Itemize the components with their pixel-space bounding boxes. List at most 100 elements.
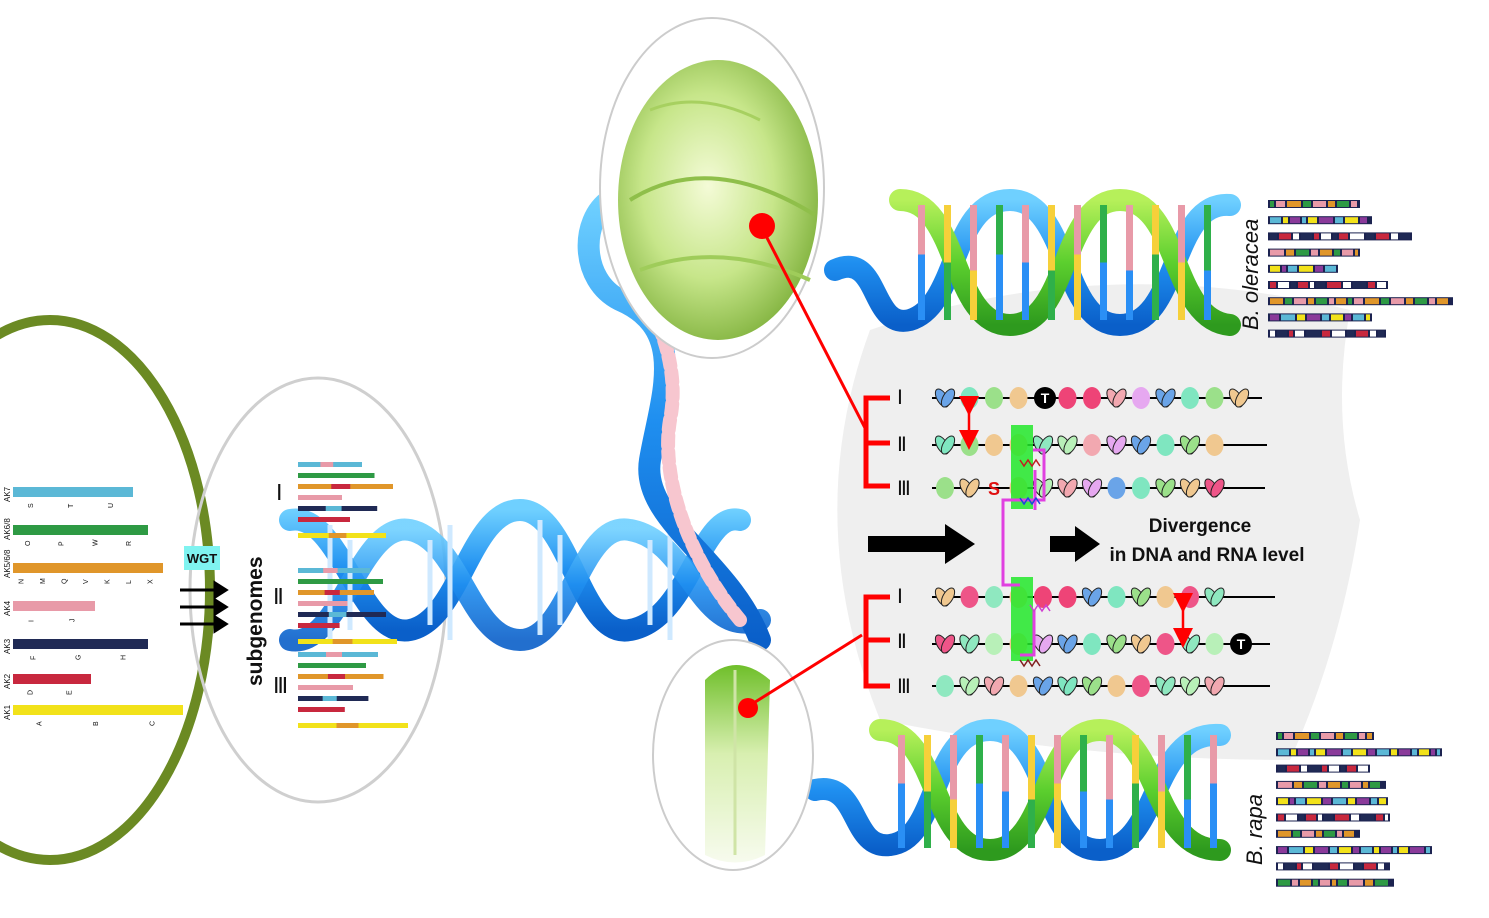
karyotype-segment — [1279, 233, 1291, 240]
karyotype-segment — [1292, 879, 1298, 886]
karyotype-segment — [1327, 749, 1341, 756]
dna-rung — [950, 735, 957, 800]
karyotype-segment — [1289, 330, 1293, 337]
species-label-rapa: B. rapa — [1242, 794, 1267, 865]
karyotype-segment — [1344, 830, 1354, 837]
recombination-icon — [1155, 676, 1176, 696]
karyotype-segment — [1356, 330, 1368, 337]
karyotype-rapa — [1276, 732, 1442, 887]
karyotype-segment — [1287, 201, 1301, 207]
divergence-title: Divergence — [1149, 516, 1251, 537]
ak-block-label: J — [70, 619, 77, 623]
dna-rung — [898, 735, 905, 784]
subgenome-bar-segment — [336, 723, 359, 728]
ak-block-label: U — [108, 503, 115, 508]
karyotype-segment — [1328, 781, 1340, 788]
gene-marker — [985, 633, 1003, 655]
karyotype-segment — [1391, 233, 1398, 240]
dna-rung — [1106, 799, 1113, 848]
ak-bar-ak4 — [13, 601, 95, 611]
dna-rung — [1126, 270, 1133, 320]
karyotype-segment — [1306, 814, 1316, 821]
ak-block-label: P — [59, 541, 66, 546]
karyotype-segment — [1355, 249, 1358, 256]
gene-marker — [1083, 434, 1101, 456]
karyotype-segment — [1276, 201, 1285, 207]
ak-block-label: L — [126, 580, 133, 584]
subgenome-bar — [298, 495, 342, 500]
dna-rung — [1022, 205, 1029, 263]
gene-marker — [1156, 586, 1175, 608]
recombination-icon — [1032, 676, 1054, 696]
karyotype-segment — [1353, 847, 1359, 854]
karyotype-segment — [1327, 282, 1341, 288]
karyotype-segment — [1359, 733, 1365, 739]
subgenome-numeral-2: Ⅱ — [273, 584, 284, 609]
karyotype-segment — [1364, 863, 1376, 870]
karyotype-segment — [1324, 830, 1335, 837]
karyotype-segment — [1319, 217, 1333, 224]
karyotype-segment — [1345, 217, 1358, 224]
karyotype-segment — [1343, 749, 1351, 756]
gene-marker — [1107, 675, 1126, 697]
karyotype-bar — [1276, 797, 1388, 806]
gene-marker — [985, 387, 1003, 409]
ak-label: AK4 — [3, 600, 12, 616]
karyotype-segment — [1340, 863, 1353, 870]
bracket-oleracea — [863, 395, 890, 489]
dna-rung — [970, 270, 977, 320]
gene-marker — [1132, 387, 1150, 409]
karyotype-segment — [1288, 265, 1297, 272]
karyotype-segment — [1399, 847, 1408, 854]
karyotype-segment — [1287, 765, 1299, 772]
recombination-icon — [1179, 435, 1201, 455]
ak-bar-ak3 — [13, 639, 148, 649]
recombination-icon — [1106, 435, 1127, 455]
subgenome-bar — [298, 601, 348, 606]
karyotype-segment — [1357, 798, 1369, 805]
subgenome-bar — [298, 663, 366, 668]
wgt-label: WGT — [187, 551, 217, 566]
karyotype-segment — [1282, 265, 1286, 272]
karyotype-segment — [1365, 879, 1373, 886]
ak-block-label: E — [67, 690, 74, 695]
dna-rung — [1204, 205, 1211, 271]
karyotype-segment — [1391, 749, 1397, 756]
dna-rung — [898, 783, 905, 848]
karyotype-segment — [1307, 798, 1321, 805]
karyotype-segment — [1270, 265, 1280, 272]
ak-block-label: W — [92, 539, 99, 546]
karyotype-segment — [1376, 814, 1383, 821]
karyotype-segment — [1400, 233, 1410, 240]
karyotype-segment — [1270, 249, 1284, 256]
subgenome-bar — [298, 517, 350, 522]
karyotype-segment — [1355, 863, 1362, 870]
recombination-icon — [934, 634, 956, 654]
recombination-icon — [1106, 388, 1127, 408]
karyotype-segment — [1301, 765, 1307, 772]
karyotype-segment — [1278, 798, 1288, 805]
dna-rung — [1100, 262, 1107, 320]
karyotype-segment — [1270, 282, 1276, 288]
dna-rung — [976, 783, 983, 848]
dna-rung — [1074, 254, 1081, 320]
karyotype-segment — [1315, 265, 1323, 272]
ak-bar-ak2 — [13, 674, 91, 684]
karyotype-segment — [1381, 847, 1391, 854]
ak-bar-ak5-6-8 — [13, 563, 163, 573]
karyotype-segment — [1330, 863, 1338, 870]
highlight-box-lower — [1011, 577, 1033, 661]
dna-rung — [1210, 735, 1217, 784]
karyotype-segment — [1283, 217, 1288, 224]
karyotype-segment — [1316, 298, 1327, 305]
karyotype-segment — [1347, 765, 1356, 772]
recombination-icon — [1155, 478, 1176, 498]
karyotype-segment — [1302, 830, 1314, 837]
subgenome-numeral-3: Ⅲ — [273, 673, 288, 698]
karyotype-segment — [1316, 830, 1322, 837]
karyotype-segment — [1353, 314, 1364, 321]
karyotype-segment — [1302, 217, 1306, 224]
karyotype-segment — [1336, 733, 1343, 739]
karyotype-segment — [1278, 830, 1291, 837]
ak-block-label: D — [28, 690, 35, 695]
